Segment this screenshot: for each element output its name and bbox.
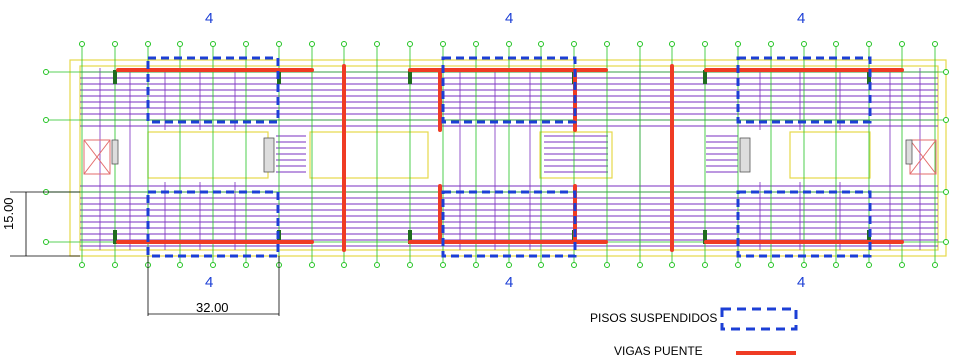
joist-hatching-cores <box>276 135 738 173</box>
stair-shaft-left <box>83 139 111 175</box>
stair-shaft-right <box>909 139 937 175</box>
dimension-width-label: 32.00 <box>196 300 229 315</box>
dimension-height-label: 15.00 <box>1 197 16 230</box>
zone-label-bottom-middle: 4 <box>505 274 514 291</box>
legend-suspended-floor-symbol <box>720 307 798 331</box>
joist-verticals <box>99 68 921 250</box>
zone-label-top-middle: 4 <box>505 10 514 27</box>
zone-label-top-right: 4 <box>797 10 806 27</box>
legend-bridge-beams-label: VIGAS PUENTE <box>614 344 703 358</box>
legend-suspended-floors-label: PISOS SUSPENDIDOS <box>590 311 718 325</box>
zone-label-bottom-left: 4 <box>205 274 214 291</box>
elevator-cores <box>111 137 913 173</box>
grid-bubbles <box>43 41 949 268</box>
zone-label-bottom-right: 4 <box>797 274 806 291</box>
dimension-lines <box>10 191 280 316</box>
suspended-floor-zones <box>146 56 872 258</box>
zone-label-top-left: 4 <box>205 10 214 27</box>
building-outline <box>69 59 947 257</box>
